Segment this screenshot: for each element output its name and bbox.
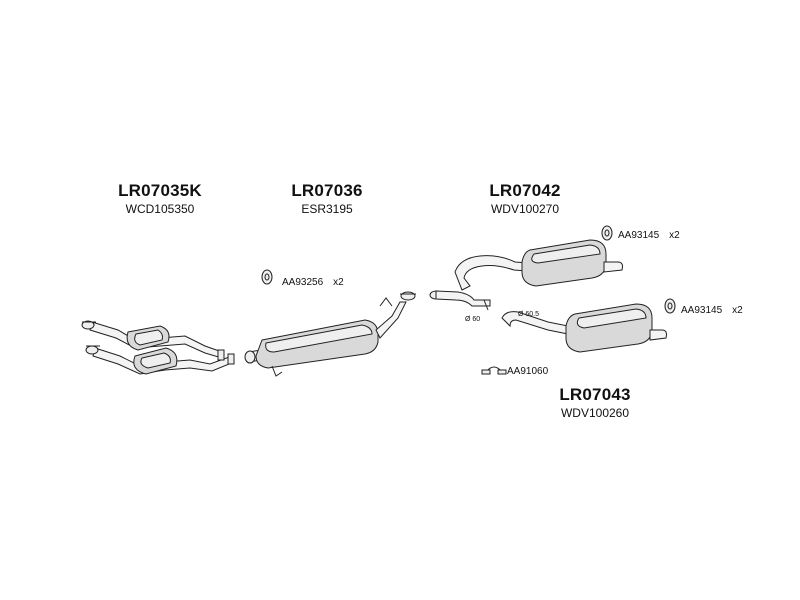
fitting-label-1: AA93256 x2 [282, 277, 344, 288]
fitting-label-2: AA93145 x2 [618, 230, 680, 241]
assembly-label-1: LR07035K WCD105350 [100, 181, 220, 216]
part-number: LR07035K [118, 181, 202, 200]
assembly-label-2: LR07036 ESR3195 [272, 181, 382, 216]
middle-silencer [244, 291, 416, 377]
fitting-code: AA93145 [618, 230, 660, 241]
rear-silencer-lower [501, 303, 667, 353]
clamp-aa91060 [481, 366, 507, 375]
part-number: LR07036 [291, 181, 363, 200]
rubber-hanger-aa93145-upper [601, 225, 613, 241]
assembly-label-3: LR07042 WDV100270 [470, 181, 580, 216]
rubber-hanger-aa93256 [261, 269, 273, 285]
part-code: WDV100260 [560, 406, 630, 420]
dimension-d60: Ø 60 [465, 316, 481, 323]
part-number: LR07043 [559, 385, 631, 404]
dimension-d605: Ø 60.5 [518, 311, 540, 318]
part-code: WDV100270 [490, 202, 560, 216]
part-code: WCD105350 [125, 202, 195, 216]
connector-pipe [429, 290, 491, 311]
assembly-label-4: LR07043 WDV100260 [540, 385, 650, 420]
fitting-label-4: AA91060 [507, 366, 548, 377]
fitting-qty: x2 [732, 305, 743, 316]
fitting-code: AA91060 [507, 366, 549, 377]
fitting-code: AA93256 [282, 277, 324, 288]
fitting-code: AA93145 [681, 305, 723, 316]
fitting-qty: x2 [333, 277, 344, 288]
rubber-hanger-aa93145-lower [664, 298, 676, 314]
rear-silencer-upper [454, 239, 623, 291]
part-number: LR07042 [489, 181, 561, 200]
catalytic-converter-assembly [81, 320, 235, 375]
part-code: ESR3195 [301, 202, 353, 216]
fitting-qty: x2 [669, 230, 680, 241]
fitting-label-3: AA93145 x2 [681, 305, 743, 316]
